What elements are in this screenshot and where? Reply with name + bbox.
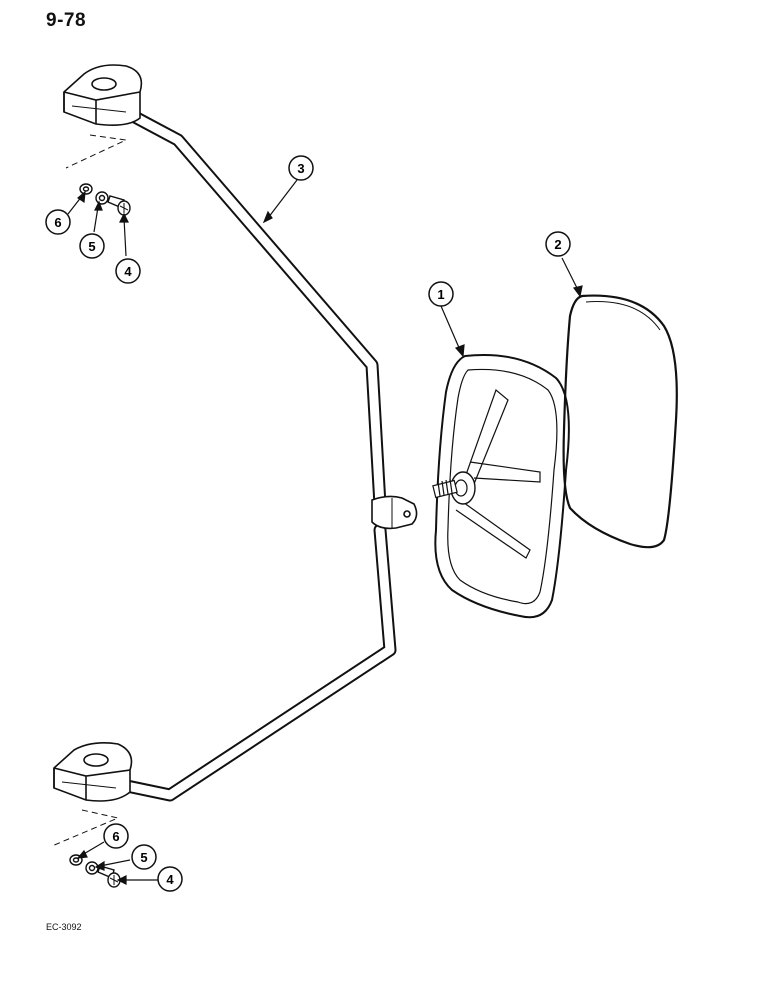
arm-clamp [371,495,418,530]
figure-code: EC-3092 [46,922,82,932]
upper-bracket-hidden-line [65,134,128,169]
callouts: 1 2 3 4 5 6 4 5 [45,155,571,892]
callout-6-lower-label: 6 [112,829,119,844]
lower-fastener-set [69,854,121,888]
upper-fastener-set [79,183,131,216]
page-number: 9-78 [46,10,87,31]
callout-4-upper-label: 4 [124,264,132,279]
callout-6-lower: 6 [103,823,129,849]
lower-bracket-hidden-line [51,809,120,847]
callout-1: 1 [428,281,454,307]
callout-4-upper: 4 [115,258,141,284]
callout-5-upper: 5 [79,233,105,259]
mirror-arm [111,101,397,802]
callout-1-label: 1 [437,287,444,302]
callout-2: 2 [545,231,571,257]
lower-mount-bracket [53,742,133,802]
callout-2-label: 2 [554,237,561,252]
callout-3: 3 [288,155,314,181]
mirror-stud [432,478,458,499]
callout-5-lower-label: 5 [140,850,147,865]
callout-4-lower-label: 4 [166,872,174,887]
callout-3-label: 3 [297,161,304,176]
callout-5-upper-label: 5 [88,239,95,254]
callout-6-upper: 6 [45,209,71,235]
callout-5-lower: 5 [131,844,157,870]
upper-mount-bracket [63,64,143,126]
callout-6-upper-label: 6 [54,215,61,230]
mirror-glass [562,294,678,549]
leader-lines [67,179,583,885]
callout-4-lower: 4 [157,866,183,892]
